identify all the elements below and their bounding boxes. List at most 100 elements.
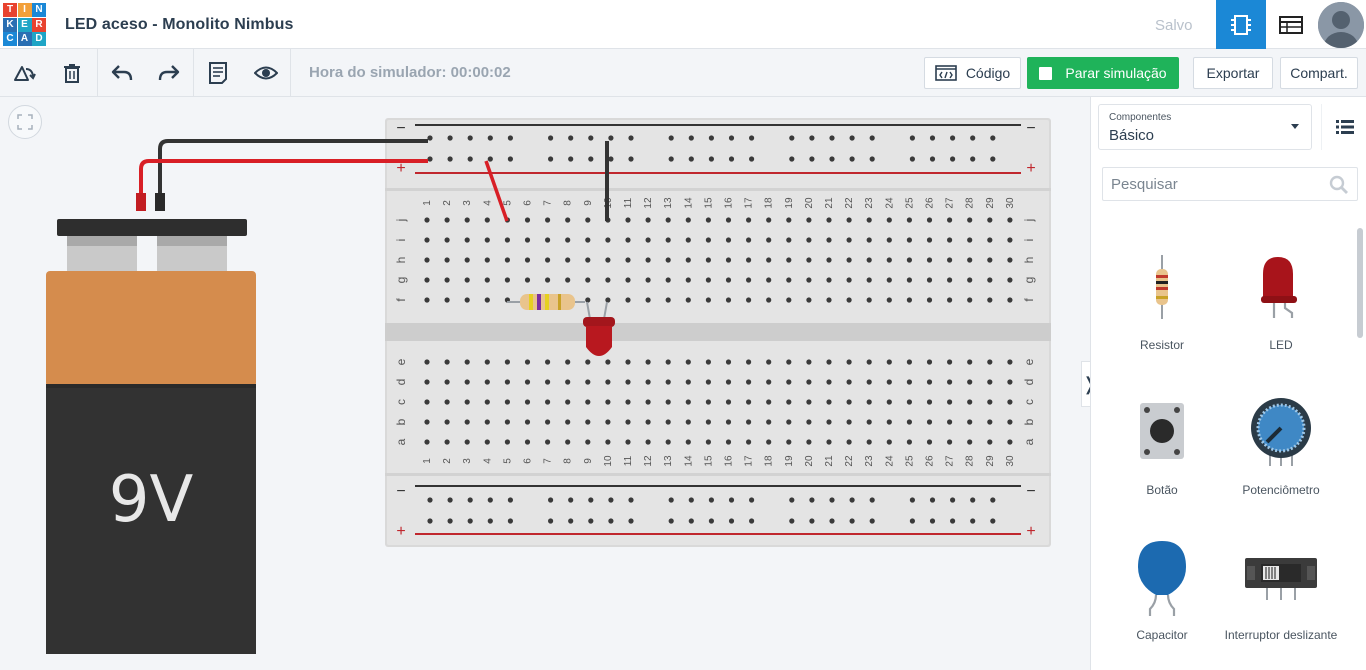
notes-button[interactable]: [194, 49, 242, 97]
column-number: 22: [844, 455, 855, 467]
circuit-wires[interactable]: [0, 97, 1090, 670]
breadboard-hole: [585, 257, 591, 263]
breadboard-hole: [504, 277, 510, 283]
breadboard-hole: [585, 399, 591, 405]
column-number: 27: [945, 197, 956, 209]
breadboard-hole: [685, 359, 691, 365]
component-capacitor[interactable]: Capacitor: [1103, 532, 1221, 670]
breadboard-hole: [645, 297, 651, 303]
pushbutton-icon: [1140, 403, 1184, 459]
breadboard-hole: [705, 419, 711, 425]
share-button[interactable]: Compart.: [1280, 57, 1358, 89]
breadboard-hole: [947, 419, 953, 425]
delete-button[interactable]: [48, 49, 96, 97]
breadboard-hole: [444, 217, 450, 223]
rail-hole: [568, 156, 574, 162]
list-view-button[interactable]: [1321, 104, 1366, 150]
rail-hole: [628, 156, 634, 162]
breadboard-hole: [746, 379, 752, 385]
breadboard-hole: [967, 379, 973, 385]
component-potentiometer[interactable]: Potenciômetro: [1222, 387, 1340, 527]
column-number: 1: [422, 458, 433, 464]
breadboard-hole: [846, 237, 852, 243]
rail-hole: [728, 497, 735, 503]
breadboard-hole: [444, 277, 450, 283]
code-button[interactable]: Código: [924, 57, 1021, 89]
breadboard-hole: [926, 359, 933, 365]
breadboard-hole: [1007, 237, 1013, 243]
battery-9v[interactable]: [40, 212, 260, 662]
stop-simulation-label: Parar simulação: [1065, 65, 1167, 81]
user-avatar[interactable]: [1318, 2, 1364, 48]
export-button[interactable]: Exportar: [1193, 57, 1273, 89]
breadboard-hole: [645, 399, 651, 405]
code-icon: [935, 65, 957, 81]
breadboard-hole: [786, 277, 792, 283]
red-terminal-clip: [136, 193, 146, 211]
breadboard-hole: [826, 277, 832, 283]
column-number: 22: [844, 197, 855, 209]
search-icon[interactable]: [1329, 175, 1349, 195]
rail-hole: [809, 518, 815, 524]
column-number: 19: [784, 197, 795, 209]
battery-label: 9V: [108, 463, 194, 537]
rail-hole: [668, 518, 674, 524]
rail-hole: [970, 518, 976, 524]
breadboard-hole: [645, 237, 651, 243]
breadboard-hole: [746, 277, 752, 283]
column-number: 3: [462, 458, 473, 464]
rail-hole: [970, 135, 976, 141]
breadboard-hole: [665, 257, 671, 263]
breadboard-hole: [886, 237, 892, 243]
breadboard-hole: [464, 237, 470, 243]
column-number: 15: [703, 197, 714, 209]
breadboard-hole: [766, 297, 772, 303]
component-pushbutton[interactable]: Botão: [1103, 387, 1221, 527]
rotate-button[interactable]: [0, 49, 48, 97]
component-resistor[interactable]: Resistor: [1103, 242, 1221, 382]
project-title[interactable]: LED aceso - Monolito Nimbus: [65, 16, 294, 33]
workplane[interactable]: 9V −+−+−+−+12345678910111213141516171819…: [0, 97, 1090, 670]
breadboard-hole: [444, 399, 450, 405]
stop-simulation-button[interactable]: Parar simulação: [1027, 57, 1179, 89]
breadboard-hole: [444, 237, 450, 243]
rail-hole: [990, 497, 996, 503]
component-led[interactable]: LED: [1222, 242, 1340, 382]
breadboard-hole: [705, 359, 711, 365]
breadboard-hole: [464, 399, 470, 405]
row-letter: b: [1022, 418, 1036, 425]
rail-hole: [909, 497, 916, 503]
breadboard-hole: [464, 297, 470, 303]
breadboard-hole: [866, 297, 872, 303]
breadboard-hole: [947, 257, 953, 263]
breadboard-hole: [464, 277, 470, 283]
breadboard-hole: [1007, 257, 1013, 263]
breadboard-hole: [947, 277, 953, 283]
search-input[interactable]: [1103, 168, 1323, 200]
panel-scrollbar-thumb[interactable]: [1357, 228, 1363, 338]
rail-hole: [990, 135, 996, 141]
breadboard-hole: [725, 277, 732, 283]
breadboard-hole: [645, 359, 651, 365]
breadboard[interactable]: −+−+−+−+12345678910111213141516171819202…: [385, 118, 1051, 547]
fit-view-button[interactable]: [8, 105, 42, 139]
redo-button[interactable]: [145, 49, 193, 97]
component-slide-switch[interactable]: Interruptor deslizante: [1222, 532, 1340, 670]
component-name: Resistor: [1139, 338, 1184, 352]
rail-hole: [628, 518, 634, 524]
breadboard-hole: [906, 297, 913, 303]
breadboard-hole: [524, 419, 531, 425]
breadboard-hole: [464, 257, 470, 263]
trash-icon: [64, 64, 80, 83]
breadboard-hole: [987, 419, 993, 425]
circuit-view-button[interactable]: [1216, 0, 1266, 49]
components-select[interactable]: Componentes Básico: [1098, 104, 1312, 150]
breadboard-hole: [484, 359, 490, 365]
visibility-button[interactable]: [242, 49, 290, 97]
undo-button[interactable]: [98, 49, 146, 97]
breadboard-hole: [806, 359, 812, 365]
schematic-view-button[interactable]: [1266, 0, 1316, 49]
rail-hole: [588, 497, 594, 503]
breadboard-hole: [967, 399, 973, 405]
